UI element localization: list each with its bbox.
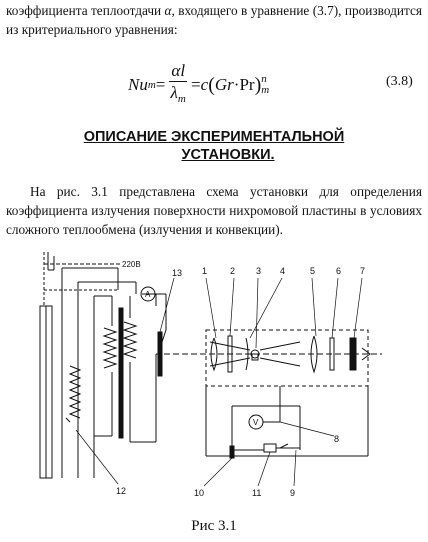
ammeter-symbol: A	[145, 290, 151, 299]
measuring-circuit: V	[229, 386, 301, 459]
label-9: 9	[290, 488, 295, 498]
setup-schematic: 220В A	[39, 252, 382, 498]
optical-bench	[157, 329, 382, 457]
autotransformer	[39, 281, 137, 479]
intro-paragraph: коэффициента теплоотдачи α, входящего в …	[6, 1, 422, 39]
intro-text-part2: , входящего в уравнение (3.7), производи…	[6, 3, 422, 37]
grashof-symbol: Gr	[214, 75, 234, 94]
nu-symbol: Nu	[128, 75, 148, 94]
fraction: αl λm	[169, 61, 188, 109]
label-11: 11	[252, 488, 261, 498]
label-5: 5	[310, 266, 315, 276]
label-6: 6	[336, 266, 341, 276]
label-10: 10	[194, 488, 204, 498]
label-12: 12	[116, 486, 126, 496]
equation-number: (3.8)	[386, 74, 413, 89]
lambda-subscript: m	[177, 93, 186, 105]
alpha-symbol: α	[164, 3, 172, 18]
lambda-symbol: λ	[170, 83, 178, 102]
label-2: 2	[230, 266, 235, 276]
voltmeter-symbol: V	[253, 418, 259, 427]
dot-operator: ·	[233, 75, 240, 94]
label-3: 3	[256, 266, 261, 276]
exponent-n: n	[261, 73, 267, 85]
leader-lines	[75, 277, 363, 487]
description-paragraph: На рис. 3.1 представлена схема установки…	[6, 184, 422, 237]
exponent-m: m	[261, 84, 270, 96]
voltage-label: 220В	[122, 260, 141, 269]
constant-c: c	[200, 75, 209, 94]
label-13: 13	[172, 268, 182, 278]
prandtl-symbol: Pr	[239, 75, 255, 94]
nu-subscript: m	[147, 79, 156, 91]
heading-line2: УСТАНОВКИ.	[181, 147, 275, 163]
section-heading: ОПИСАНИЕ ЭКСПЕРИМЕНТАЛЬНОЙ УСТАНОВКИ.	[0, 128, 428, 164]
left-paren: (	[208, 73, 215, 96]
part-labels: 13 1 2 3 4 5 6 7 8 9 10 11 12	[116, 266, 365, 498]
fraction-numerator: αl	[169, 61, 188, 82]
label-8: 8	[334, 434, 339, 444]
fraction-denominator: λm	[171, 82, 186, 109]
power-supply: 220В	[43, 252, 141, 306]
intro-text-part1: коэффициента теплоотдачи	[6, 3, 165, 18]
figure-caption: Рис 3.1	[191, 518, 237, 534]
equals-sign-2: =	[191, 75, 201, 94]
heater-transformer: A	[93, 286, 167, 478]
label-4: 4	[280, 266, 285, 276]
equals-sign: =	[155, 75, 166, 94]
right-paren: )	[254, 73, 262, 96]
label-1: 1	[202, 266, 207, 276]
label-7: 7	[360, 266, 365, 276]
heading-line1: ОПИСАНИЕ ЭКСПЕРИМЕНТАЛЬНОЙ	[83, 129, 345, 145]
